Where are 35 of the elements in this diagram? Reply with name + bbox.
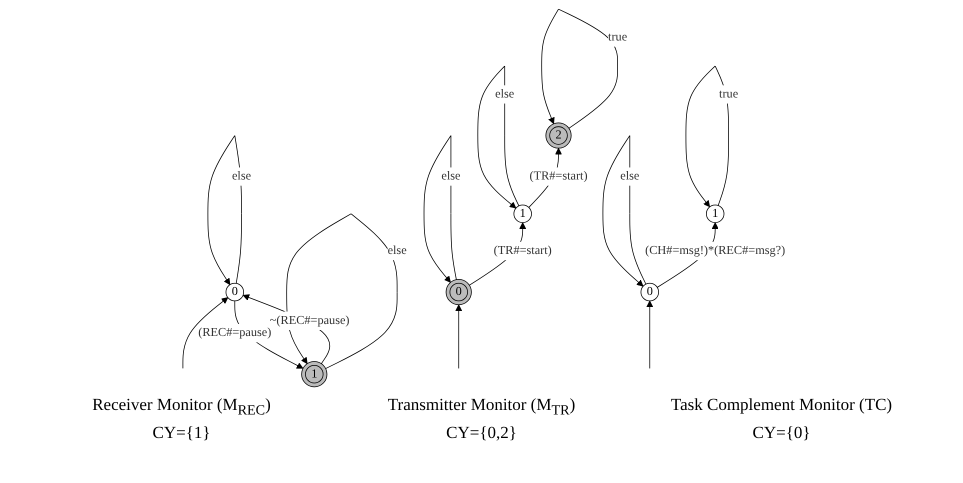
node-circle: 1 bbox=[302, 360, 328, 387]
edge-label: (CH#=msg!)*(REC#=msg?) bbox=[645, 244, 786, 257]
monitor-caption: Transmitter Monitor (M$_{TR}$) bbox=[388, 395, 576, 420]
arrow bbox=[602, 134, 647, 286]
cycle-set-label: CY={0} bbox=[752, 423, 811, 444]
node-circle: 2 bbox=[546, 122, 572, 148]
arrow bbox=[542, 8, 618, 128]
node-circle: 0 bbox=[446, 278, 472, 305]
node-circle: 1 bbox=[706, 204, 725, 222]
node-circle: 0 bbox=[226, 282, 244, 301]
arrow bbox=[182, 296, 228, 368]
edge-label: else bbox=[496, 87, 515, 100]
arrow bbox=[208, 134, 242, 284]
arrow bbox=[424, 134, 458, 282]
edge-label: true bbox=[719, 87, 738, 100]
arrow bbox=[646, 300, 654, 368]
arrow bbox=[686, 65, 730, 207]
edge-label: else bbox=[620, 169, 640, 182]
edge-label: else bbox=[388, 244, 407, 257]
edge-label: else bbox=[442, 169, 461, 182]
arrow bbox=[478, 65, 520, 208]
edge-label: true bbox=[608, 30, 628, 44]
arrow bbox=[456, 304, 462, 368]
edge-label: ~(REC#=pause) bbox=[270, 313, 350, 326]
monitor-caption: Task Complement Monitor (TC) bbox=[670, 395, 892, 416]
edge-label: (REC#=pause) bbox=[198, 326, 272, 339]
monitor-caption: Receiver Monitor (M$_{REC}$) bbox=[92, 395, 271, 420]
edge-label: else bbox=[232, 169, 252, 182]
node-circle: 1 bbox=[514, 204, 532, 222]
edge-label: (TR#=start) bbox=[530, 169, 588, 182]
node-circle: 0 bbox=[640, 282, 660, 301]
cycle-set-label: CY={0,2} bbox=[446, 423, 517, 444]
arrow bbox=[286, 212, 398, 368]
edge-label: (TR#=start) bbox=[494, 244, 552, 257]
cycle-set-label: CY={1} bbox=[152, 423, 211, 444]
